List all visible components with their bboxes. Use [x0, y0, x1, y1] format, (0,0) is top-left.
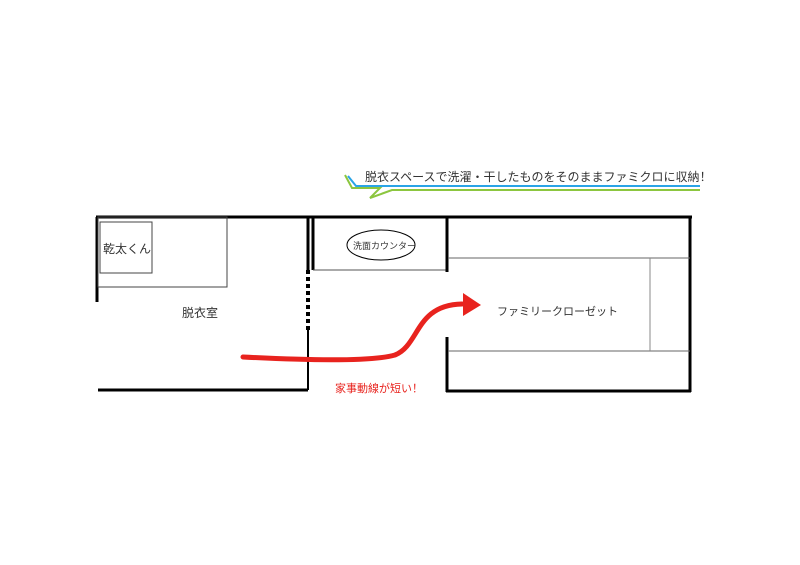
callout-text: 脱衣スペースで洗濯・干したものをそのままファミクロに収納！ [365, 170, 712, 184]
flow-text: 家事動線が短い！ [335, 382, 423, 395]
flow-arrow [240, 293, 481, 363]
closet-label: ファミリークローゼット [497, 305, 618, 318]
dressing-room-label: 脱衣室 [182, 306, 219, 320]
walls [95, 215, 692, 393]
callout-underline [344, 174, 700, 199]
vanity-label: 洗面カウンター [353, 242, 417, 252]
dryer-label: 乾太くん [103, 242, 152, 256]
